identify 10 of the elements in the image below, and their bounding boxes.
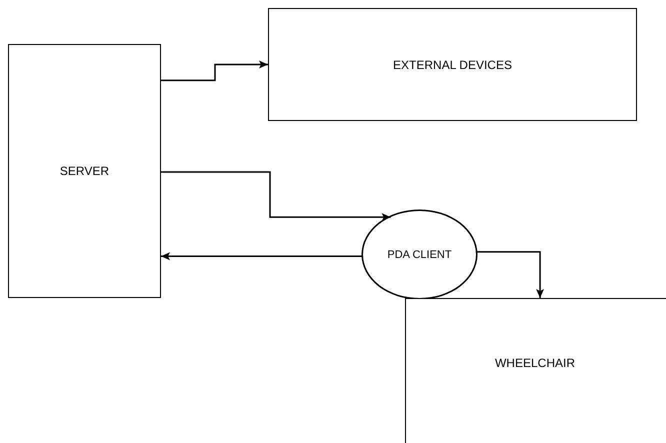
node-label: SERVER: [60, 164, 110, 178]
arrow: [161, 60, 268, 82]
arrow: [476, 251, 544, 298]
node-label: EXTERNAL DEVICES: [393, 58, 512, 72]
process-box: [268, 8, 637, 121]
arrow: [161, 171, 391, 222]
process-box: [8, 44, 161, 298]
node-label: PDA CLIENT: [387, 248, 452, 260]
arrow: [161, 252, 364, 260]
node-label: WHEELCHAIR: [494, 356, 575, 370]
